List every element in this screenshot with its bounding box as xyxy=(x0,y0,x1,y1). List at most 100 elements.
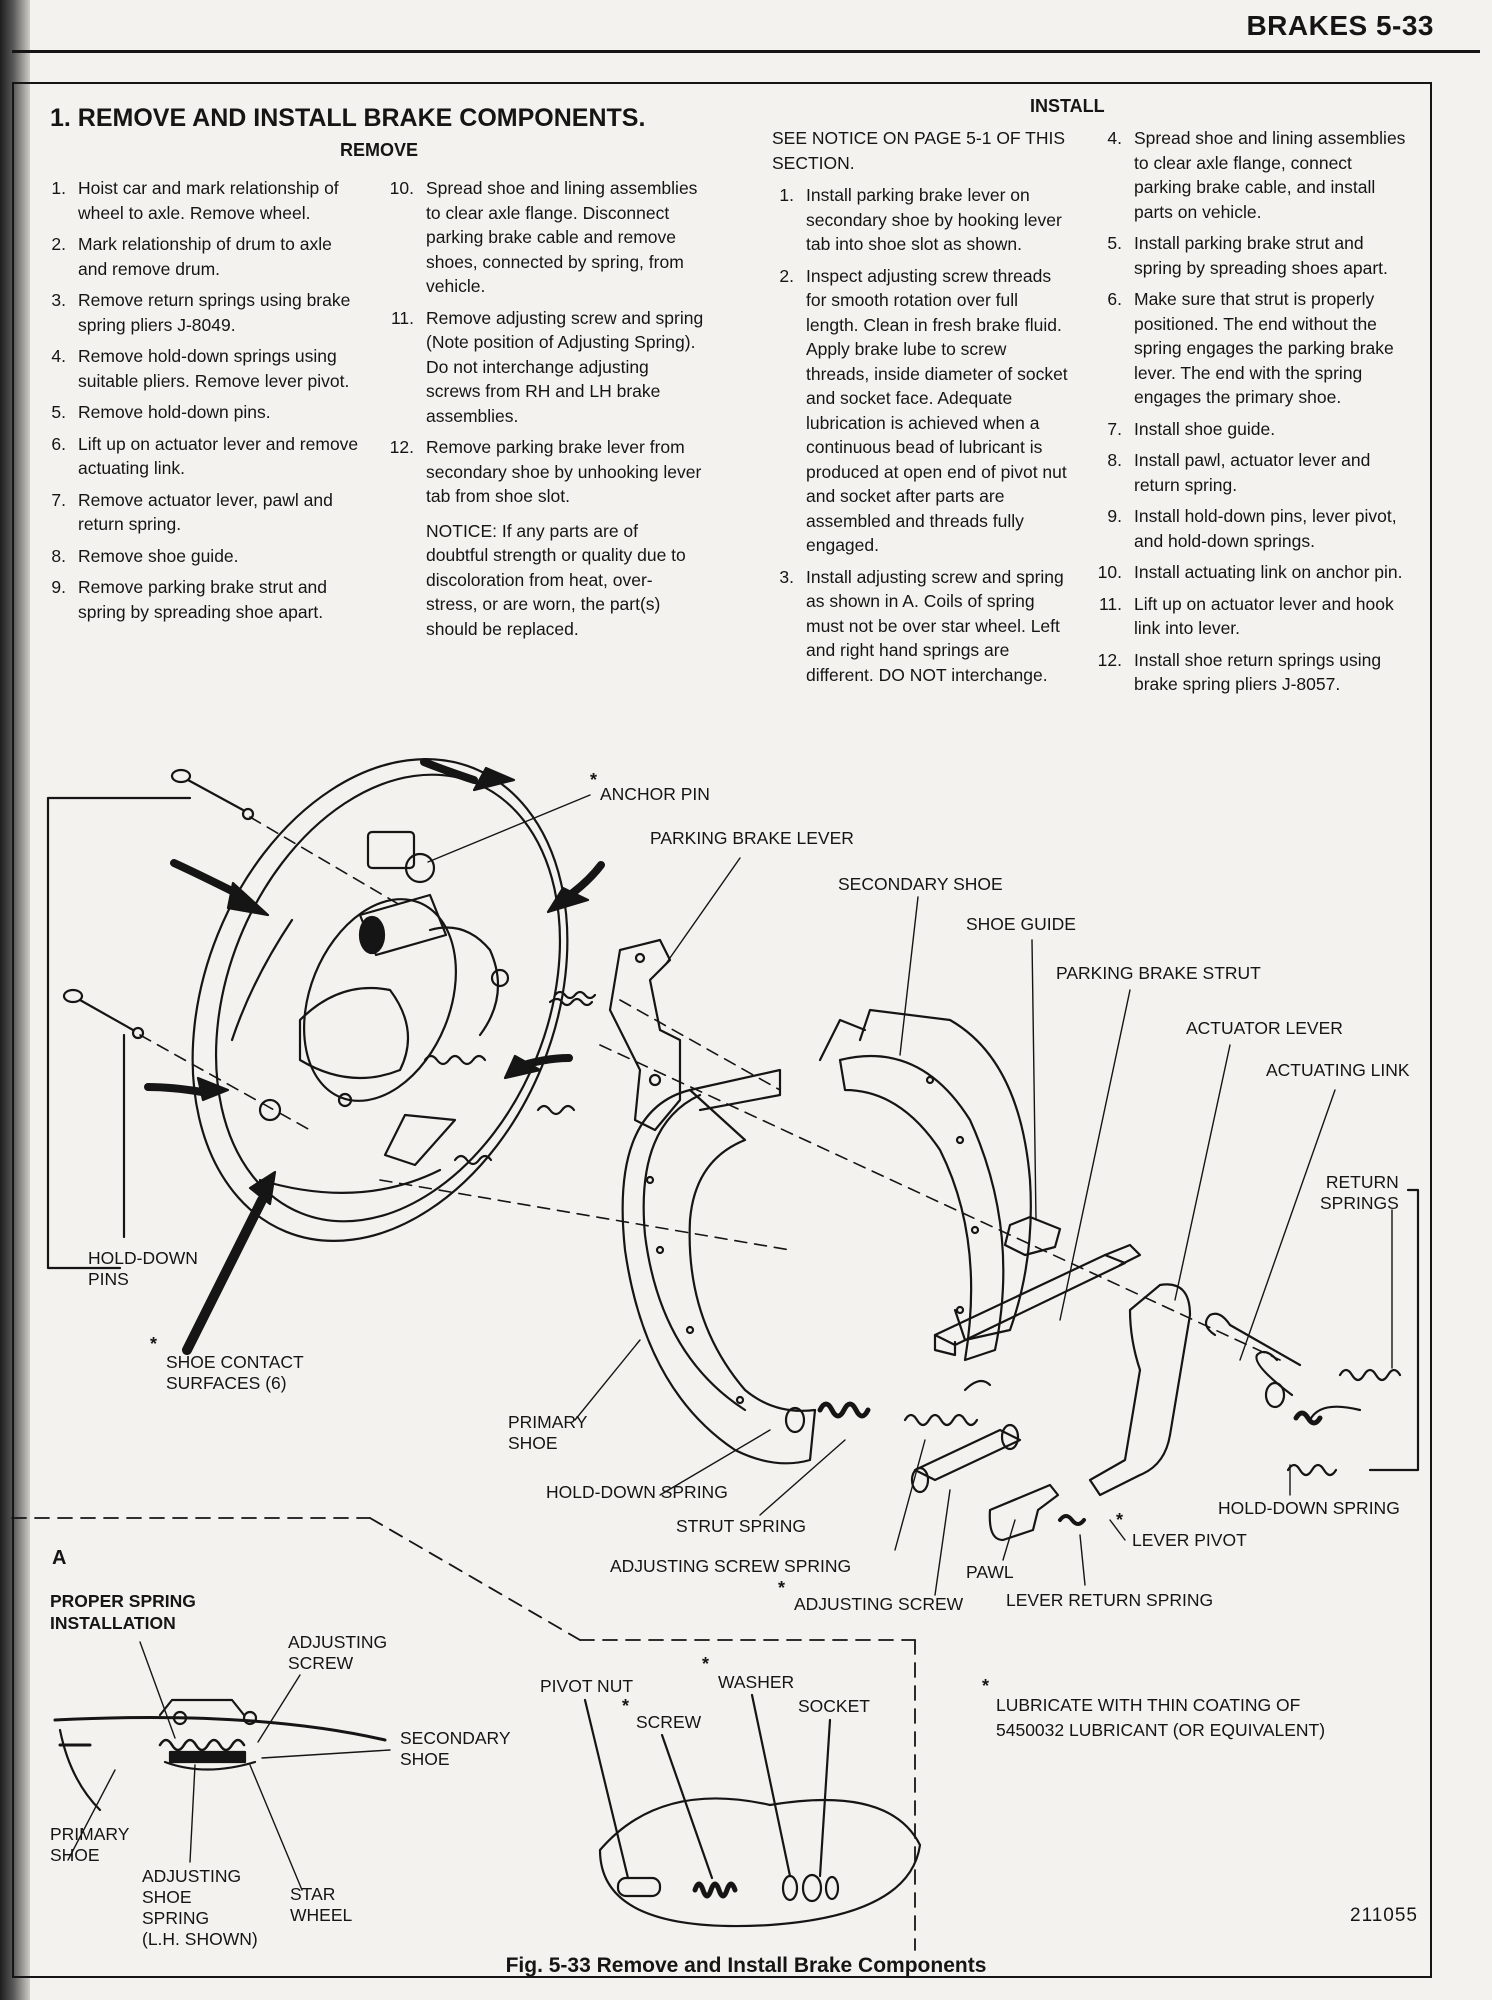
install-steps-list-1: 1.Install parking brake lever on seconda… xyxy=(772,183,1072,687)
lube-asterisk: * xyxy=(982,1676,990,1696)
hold-down-spring-group-left xyxy=(784,1401,871,1434)
label-secondary-shoe: SECONDARY SHOE xyxy=(838,874,1003,894)
label-parking-brake-strut: PARKING BRAKE STRUT xyxy=(1056,963,1261,983)
page-header: BRAKES 5-33 xyxy=(1246,10,1434,41)
label-anchor-pin: ANCHOR PIN xyxy=(600,784,710,804)
actuator-lever xyxy=(1088,1283,1192,1497)
parking-brake-lever xyxy=(608,938,682,1132)
label-return-springs: RETURN SPRINGS xyxy=(1320,1172,1399,1213)
install-step: 1.Install parking brake lever on seconda… xyxy=(779,185,1062,254)
label-primary-shoe: PRIMARY SHOE xyxy=(508,1412,588,1453)
secondary-shoe xyxy=(818,1008,1032,1362)
shoe-guide xyxy=(1003,1215,1062,1257)
label-hold-down-pins: HOLD-DOWN PINS xyxy=(88,1248,198,1289)
figure-caption: Fig. 5-33 Remove and Install Brake Compo… xyxy=(505,1954,987,1977)
label-strut-spring: STRUT SPRING xyxy=(676,1516,806,1536)
hold-down-pin-bottom xyxy=(62,988,145,1040)
install-column-1: SEE NOTICE ON PAGE 5-1 OF THIS SECTION. … xyxy=(772,126,1072,694)
label-actuator-lever: ACTUATOR LEVER xyxy=(1186,1018,1343,1038)
lube-asterisk: * xyxy=(1116,1510,1124,1530)
inset-shoe-section xyxy=(53,1698,387,1812)
remove-column-1: 1.Hoist car and mark relationship of whe… xyxy=(44,176,364,631)
figure-number: 211055 xyxy=(1350,1905,1418,1926)
inset-frame xyxy=(11,1517,916,1951)
inset-label-adjusting-screw: ADJUSTING SCREW xyxy=(288,1632,388,1673)
label-lever-return-spring: LEVER RETURN SPRING xyxy=(1006,1590,1214,1610)
label-actuating-link: ACTUATING LINK xyxy=(1266,1060,1410,1080)
remove-step: 12.Remove parking brake lever from secon… xyxy=(389,437,702,506)
remove-step: 9.Remove parking brake strut and spring … xyxy=(51,577,328,622)
label-hold-down-spring-right: HOLD-DOWN SPRING xyxy=(1218,1498,1400,1518)
remove-step: 1.Hoist car and mark relationship of whe… xyxy=(51,178,339,223)
label-lever-pivot: LEVER PIVOT xyxy=(1132,1530,1247,1550)
lube-asterisk: * xyxy=(702,1654,710,1674)
install-step: 8.Install pawl, actuator lever and retur… xyxy=(1107,450,1371,495)
install-step: 7.Install shoe guide. xyxy=(1107,418,1276,439)
inset-label-adjusting-shoe-spring: ADJUSTING SHOE SPRING (L.H. SHOWN) xyxy=(142,1866,258,1949)
remove-heading: REMOVE xyxy=(340,140,419,160)
remove-step: 3.Remove return springs using brake spri… xyxy=(51,290,351,335)
hold-down-pin-top xyxy=(170,768,255,821)
install-steps-list-2: 4.Spread shoe and lining assemblies to c… xyxy=(1092,126,1412,697)
remove-step: 4.Remove hold-down springs using suitabl… xyxy=(51,346,350,391)
shoe-contact-arrows xyxy=(144,758,605,1355)
remove-step: 7.Remove actuator lever, pawl and return… xyxy=(51,489,333,535)
remove-step: 6.Lift up on actuator lever and remove a… xyxy=(51,433,359,479)
procedure-frame xyxy=(12,82,1432,1978)
install-step: 5.Install parking brake strut and spring… xyxy=(1107,233,1388,278)
install-step: 11.Lift up on actuator lever and hook li… xyxy=(1098,593,1394,639)
label-shoe-guide: SHOE GUIDE xyxy=(966,914,1076,934)
adjusting-screw-spring xyxy=(903,1379,992,1427)
inset-label-screw: SCREW xyxy=(636,1712,702,1732)
install-step: 10.Install actuating link on anchor pin. xyxy=(1097,562,1403,582)
inset-label-primary-shoe: PRIMARY SHOE xyxy=(50,1824,130,1865)
remove-step: 2.Mark relationship of drum to axle and … xyxy=(51,234,332,279)
label-parking-brake-lever: PARKING BRAKE LEVER xyxy=(650,828,854,848)
install-step: 12.Install shoe return springs using bra… xyxy=(1097,649,1382,695)
lubrication-note: LUBRICATE WITH THIN COATING OF 5450032 L… xyxy=(996,1695,1326,1740)
inset-label-socket: SOCKET xyxy=(798,1696,870,1716)
actuating-link xyxy=(1204,1312,1302,1367)
label-shoe-contact-surfaces: SHOE CONTACT SURFACES (6) xyxy=(166,1352,304,1393)
primary-shoe xyxy=(621,1068,817,1465)
inset-title: PROPER SPRING INSTALLATION xyxy=(50,1591,196,1633)
install-step: 3.Install adjusting screw and spring as … xyxy=(779,566,1064,685)
remove-step: 5.Remove hold-down pins. xyxy=(51,402,271,422)
lube-asterisk: * xyxy=(590,770,598,790)
install-step: 2.Inspect adjusting screw threads for sm… xyxy=(779,265,1068,556)
inset-label-secondary-shoe: SECONDARY SHOE xyxy=(400,1728,511,1769)
install-step: 4.Spread shoe and lining assemblies to c… xyxy=(1107,128,1406,222)
install-heading: INSTALL xyxy=(1030,96,1105,116)
lube-asterisk: * xyxy=(150,1334,158,1354)
remove-step: 11.Remove adjusting screw and spring (No… xyxy=(390,307,704,426)
adjusting-screw xyxy=(910,1423,1022,1494)
remove-steps-list-2: 10.Spread shoe and lining assemblies to … xyxy=(384,176,704,509)
remove-column-2: 10.Spread shoe and lining assemblies to … xyxy=(384,176,704,641)
install-intro: SEE NOTICE ON PAGE 5-1 OF THIS SECTION. xyxy=(772,128,1066,173)
lever-return-spring-part xyxy=(1058,1514,1086,1526)
label-adjusting-screw-spring: ADJUSTING SCREW SPRING xyxy=(610,1556,852,1576)
install-column-2: 4.Spread shoe and lining assemblies to c… xyxy=(1092,126,1412,704)
remove-steps-list-1: 1.Hoist car and mark relationship of whe… xyxy=(44,176,364,624)
lube-asterisk: * xyxy=(622,1696,630,1716)
remove-notice: NOTICE: If any parts are of doubtful str… xyxy=(426,520,686,639)
remove-step: 8.Remove shoe guide. xyxy=(51,545,239,566)
install-step: 6.Make sure that strut is properly posit… xyxy=(1107,289,1394,407)
inset-letter: A xyxy=(52,1547,67,1569)
label-adjusting-screw: ADJUSTING SCREW xyxy=(794,1594,964,1614)
header-rule xyxy=(12,50,1480,53)
page-binding-shadow xyxy=(0,0,30,2000)
label-hold-down-spring: HOLD-DOWN SPRING xyxy=(546,1482,728,1502)
remove-step: 10.Spread shoe and lining assemblies to … xyxy=(389,178,698,296)
section-title: 1. REMOVE AND INSTALL BRAKE COMPONENTS. xyxy=(50,104,646,132)
parking-brake-strut xyxy=(933,1243,1142,1357)
lube-asterisk: * xyxy=(778,1578,786,1598)
return-spring-2 xyxy=(1286,1463,1338,1477)
inset-label-star-wheel: STAR WHEEL xyxy=(290,1884,353,1925)
pawl xyxy=(988,1483,1060,1542)
install-step: 9.Install hold-down pins, lever pivot, a… xyxy=(1107,506,1397,551)
label-pawl: PAWL xyxy=(966,1562,1014,1582)
strut-spring-small xyxy=(553,990,597,1000)
return-spring-1 xyxy=(1338,1368,1402,1382)
